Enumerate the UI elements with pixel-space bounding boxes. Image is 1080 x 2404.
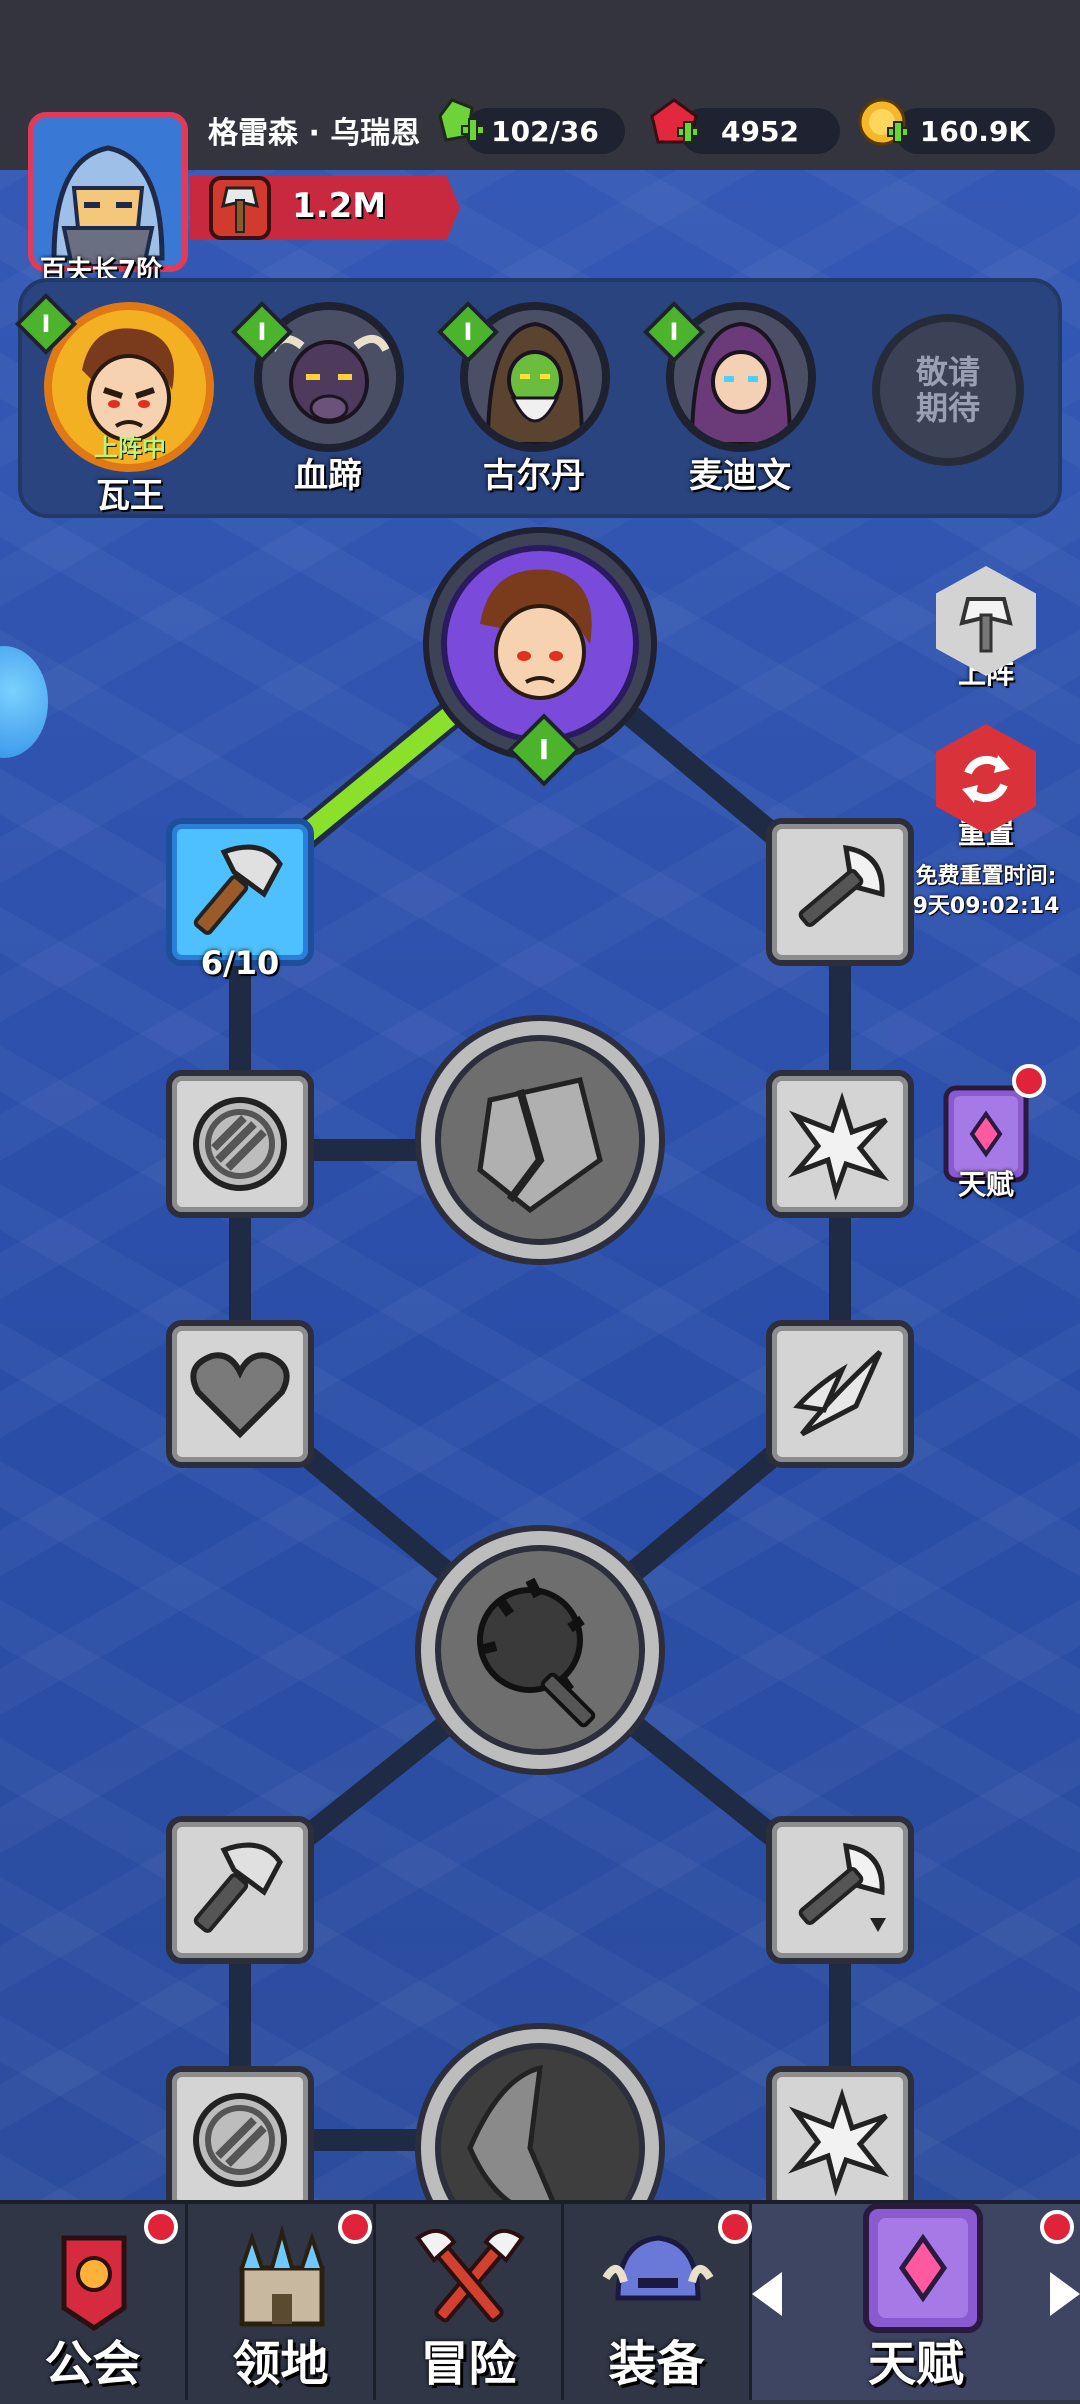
talent-node-axe-2[interactable]: [166, 1816, 314, 1964]
talent-node-hammer-axe[interactable]: [766, 818, 914, 966]
claw-slash-icon: [793, 1350, 883, 1437]
red-gem-icon[interactable]: [646, 96, 702, 152]
hero-name: 瓦王: [96, 476, 164, 516]
nav-label-territory: 领地: [232, 2336, 329, 2392]
reset-note-time: 9天09:02:14: [912, 894, 1060, 919]
burst-icon: [787, 1091, 890, 1201]
nav-label-guild: 公会: [44, 2336, 141, 2392]
reset-button[interactable]: 重置: [926, 724, 1046, 852]
burst-down-icon: [787, 2087, 890, 2197]
hero-name: 麦迪文: [689, 456, 791, 496]
gold-coin-icon[interactable]: [856, 96, 912, 152]
hero-portrait: [44, 302, 214, 472]
axe-icon: [959, 597, 1013, 653]
nav-tab-talent[interactable]: 天赋: [752, 2203, 1080, 2400]
deploy-button[interactable]: 上阵: [926, 566, 1046, 692]
coming-soon-slot: 敬请期待: [872, 314, 1024, 466]
notification-dot: [1012, 1064, 1046, 1098]
nav-tab-guild[interactable]: 公会: [0, 2204, 188, 2400]
energy-counter[interactable]: 102/36: [465, 108, 625, 154]
talent-node-axe-down[interactable]: [766, 1816, 914, 1964]
guild-banner-icon: [61, 2235, 127, 2332]
talent-book-icon: [943, 1085, 1029, 1183]
axe-icon: [193, 844, 283, 935]
nav-tab-equipment[interactable]: 装备: [564, 2204, 752, 2400]
talent-root-hero[interactable]: I: [420, 524, 660, 787]
green-crystal-icon[interactable]: [432, 96, 488, 152]
axe-icon: [193, 1842, 283, 1933]
talent-node-shield-2[interactable]: [166, 2066, 314, 2214]
gold-value: 160.9K: [919, 114, 1031, 148]
talent-node-claw[interactable]: [766, 1320, 914, 1468]
hero-card-xueti[interactable]: 血蹄 I: [230, 300, 414, 496]
nav-tab-adventure[interactable]: 冒险: [376, 2204, 564, 2400]
round-shield-icon: [193, 1097, 287, 1191]
talent-node-axe-damage[interactable]: [166, 818, 314, 966]
talent-node-shield[interactable]: [166, 1070, 314, 1218]
root-hero-portrait-icon: [423, 527, 657, 761]
crossed-axes-icon: [415, 2229, 525, 2323]
helmet-icon: [602, 2235, 714, 2301]
hero-name: 古尔丹: [483, 456, 585, 496]
talent-book-icon: [863, 2203, 983, 2333]
free-reset-timer: 免费重置时间: 9天09:02:14: [896, 862, 1076, 922]
hero-name: 血蹄: [294, 456, 362, 496]
nav-next-arrow-icon[interactable]: [1050, 2272, 1080, 2316]
battle-axe-down-icon: [798, 1842, 886, 1932]
warlock-portrait-icon: [468, 310, 602, 444]
mage-portrait-icon: [674, 310, 808, 444]
nav-label-talent: 天赋: [867, 2336, 964, 2392]
notification-dot: [718, 2210, 752, 2244]
player-name: 格雷森 · 乌瑞恩: [208, 116, 421, 151]
hero-status: 上阵中: [94, 434, 166, 462]
talent-book-button[interactable]: 天赋: [926, 1064, 1046, 1203]
power-axe-icon: [209, 176, 271, 240]
knight-portrait-icon: [34, 118, 182, 266]
notification-dot: [1040, 2210, 1074, 2244]
talent-gear-armor-break[interactable]: [410, 1010, 670, 1270]
talent-gear-mace[interactable]: [410, 1520, 670, 1780]
power-value: 1.2M: [292, 186, 387, 226]
talent-node-heart[interactable]: [166, 1320, 314, 1468]
gold-counter[interactable]: 160.9K: [895, 108, 1055, 154]
hero-card-vawang[interactable]: 上阵中 瓦王 I: [14, 292, 214, 516]
nav-label-adventure: 冒险: [420, 2336, 517, 2392]
talent-side-label: 天赋: [957, 1168, 1014, 1201]
gem-value: 4952: [721, 114, 799, 148]
hero-card-medivh[interactable]: 麦迪文 I: [642, 300, 826, 496]
nav-tab-territory[interactable]: 领地: [188, 2204, 376, 2400]
hero-portrait: [460, 302, 610, 452]
player-avatar[interactable]: [28, 112, 188, 272]
castle-icon: [239, 2224, 325, 2327]
notification-dot: [338, 2210, 372, 2244]
notification-dot: [144, 2210, 178, 2244]
nav-prev-arrow-icon[interactable]: [752, 2272, 782, 2316]
axe-node-progress: 6/10: [200, 944, 280, 982]
gem-counter[interactable]: 4952: [680, 108, 840, 154]
talent-node-burst-down[interactable]: [766, 2066, 914, 2214]
coming-soon-label: 敬请期待: [915, 353, 980, 427]
energy-value: 102/36: [491, 114, 599, 148]
heart-icon: [190, 1352, 290, 1439]
warrior-portrait-icon: [82, 328, 174, 442]
battle-axe-icon: [798, 844, 885, 927]
talent-node-burst[interactable]: [766, 1070, 914, 1218]
nav-label-equipment: 装备: [608, 2336, 705, 2392]
reset-note-title: 免费重置时间:: [915, 864, 1057, 889]
round-shield-icon: [193, 2093, 287, 2187]
hero-card-guldan[interactable]: 古尔丹 I: [436, 300, 620, 496]
refresh-icon: [962, 755, 1010, 803]
